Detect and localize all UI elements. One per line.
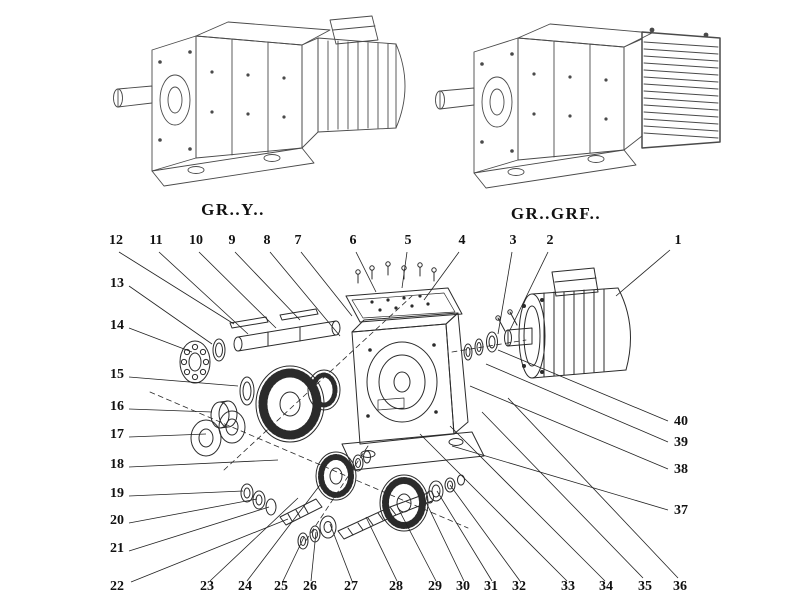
callout-9: 9 <box>229 233 236 248</box>
callout-15: 15 <box>110 367 124 382</box>
callout-22: 22 <box>110 579 124 594</box>
output-shaft-assembly <box>179 308 341 457</box>
retaining-ring <box>212 338 226 362</box>
callout-36: 36 <box>673 579 687 594</box>
exploded-view <box>149 261 631 550</box>
callout-5: 5 <box>405 233 412 248</box>
callout-4: 4 <box>459 233 466 248</box>
gearbox-body <box>195 35 303 159</box>
mounting-feet <box>151 147 315 187</box>
ball-bearing <box>190 419 222 457</box>
housing-feet <box>341 431 485 471</box>
front-housing-face <box>473 37 519 174</box>
callout-3: 3 <box>510 233 517 248</box>
motor-body <box>317 37 397 133</box>
adapter-flange <box>623 38 643 151</box>
gear-housing <box>341 312 485 471</box>
callout-16: 16 <box>110 399 124 414</box>
callout-17: 17 <box>110 427 124 442</box>
shaft-key <box>229 316 269 329</box>
splined-shaft <box>279 498 323 526</box>
inspection-cover <box>345 287 463 323</box>
callout-38: 38 <box>674 462 688 477</box>
callout-1: 1 <box>675 233 682 248</box>
callout-30: 30 <box>456 579 470 594</box>
callout-28: 28 <box>389 579 403 594</box>
gearbox-top-face <box>195 21 331 46</box>
callout-7: 7 <box>295 233 302 248</box>
intermediate-gear <box>315 451 357 501</box>
cover-bolt-set <box>355 261 437 284</box>
callout-6: 6 <box>350 233 357 248</box>
leader-lines <box>118 249 679 583</box>
callout-32: 32 <box>512 579 526 594</box>
motor-adapter <box>301 37 319 149</box>
callout-10: 10 <box>189 233 203 248</box>
output-shaft <box>117 85 153 108</box>
callout-12: 12 <box>109 233 123 248</box>
output-gear <box>255 365 325 443</box>
callout-20: 20 <box>110 513 124 528</box>
callout-40: 40 <box>674 414 688 429</box>
output-shaft <box>439 87 475 110</box>
helical-gear <box>379 474 429 532</box>
callout-34: 34 <box>599 579 613 594</box>
front-housing-face <box>151 35 197 172</box>
callout-29: 29 <box>428 579 442 594</box>
right-model-label: GR..GRF.. <box>511 204 601 223</box>
callout-27: 27 <box>344 579 358 594</box>
shaft-key <box>279 308 319 321</box>
callout-8: 8 <box>264 233 271 248</box>
intermediate-shaft-assembly-1 <box>240 450 371 526</box>
callout-31: 31 <box>484 579 498 594</box>
callout-numbers: 1 2 3 4 5 6 7 8 9 10 11 12 13 14 15 16 1… <box>109 233 688 594</box>
terminal-box <box>329 15 379 45</box>
callout-14: 14 <box>110 318 124 333</box>
callout-19: 19 <box>110 486 124 501</box>
callout-2: 2 <box>547 233 554 248</box>
name-plate <box>377 397 405 411</box>
callout-35: 35 <box>638 579 652 594</box>
bearing-cup <box>210 400 238 429</box>
callout-13: 13 <box>110 276 124 291</box>
callout-23: 23 <box>200 579 214 594</box>
callout-26: 26 <box>303 579 317 594</box>
callout-25: 25 <box>274 579 288 594</box>
motor-shaft <box>507 327 533 347</box>
callout-37: 37 <box>674 503 688 518</box>
spacer-ring <box>239 376 255 406</box>
finned-cover-block <box>641 31 721 149</box>
motor-end-cap <box>395 43 406 129</box>
motor-terminal-box <box>551 267 599 297</box>
motor-fastener-set <box>463 309 518 361</box>
electric-motor <box>504 267 631 379</box>
callout-21: 21 <box>110 541 124 556</box>
callout-33: 33 <box>561 579 575 594</box>
left-model-label: GR..Y.. <box>201 200 265 219</box>
mounting-feet <box>473 149 637 189</box>
callout-39: 39 <box>674 435 688 450</box>
gearbox-body <box>517 37 625 161</box>
roller-bearing <box>179 340 211 384</box>
assembled-view-gr-grf <box>435 23 721 189</box>
pinion-gear <box>307 369 341 411</box>
callout-24: 24 <box>238 579 252 594</box>
callout-18: 18 <box>110 457 124 472</box>
ball-bearing <box>218 410 246 444</box>
assembled-view-gr-y <box>113 15 406 187</box>
callout-11: 11 <box>149 233 162 248</box>
assembly-guide-lines <box>149 295 527 543</box>
